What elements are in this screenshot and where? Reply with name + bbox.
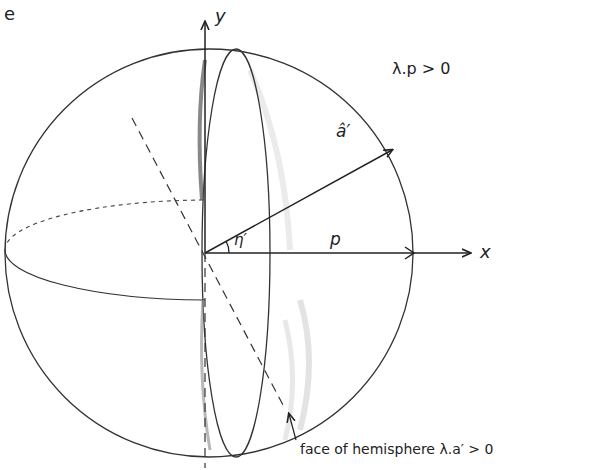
great-circle-shading — [200, 60, 205, 200]
hemisphere-edge — [132, 118, 283, 405]
panel-letter: e — [4, 4, 15, 24]
condition-note: λ.p > 0 — [392, 60, 450, 78]
equator-back — [5, 200, 205, 250]
equator-front — [5, 250, 205, 300]
y-axis — [204, 22, 206, 253]
vector-label: â′ — [336, 122, 350, 141]
callout-note: face of hemisphere λ.a′ > 0 — [300, 442, 493, 457]
axis-label: y — [215, 6, 226, 26]
a-prime-vector — [205, 150, 392, 253]
axis-label: x — [480, 242, 491, 262]
angle-arc — [226, 241, 229, 253]
leader-line — [289, 414, 296, 440]
hemisphere-shading — [250, 70, 309, 440]
vector-label: p — [330, 230, 341, 249]
p-vector-head — [405, 247, 414, 259]
great-circle-shading — [202, 300, 210, 450]
x-axis — [205, 252, 470, 254]
negative-y-axis — [204, 253, 205, 468]
angle-label: η′ — [234, 232, 247, 249]
